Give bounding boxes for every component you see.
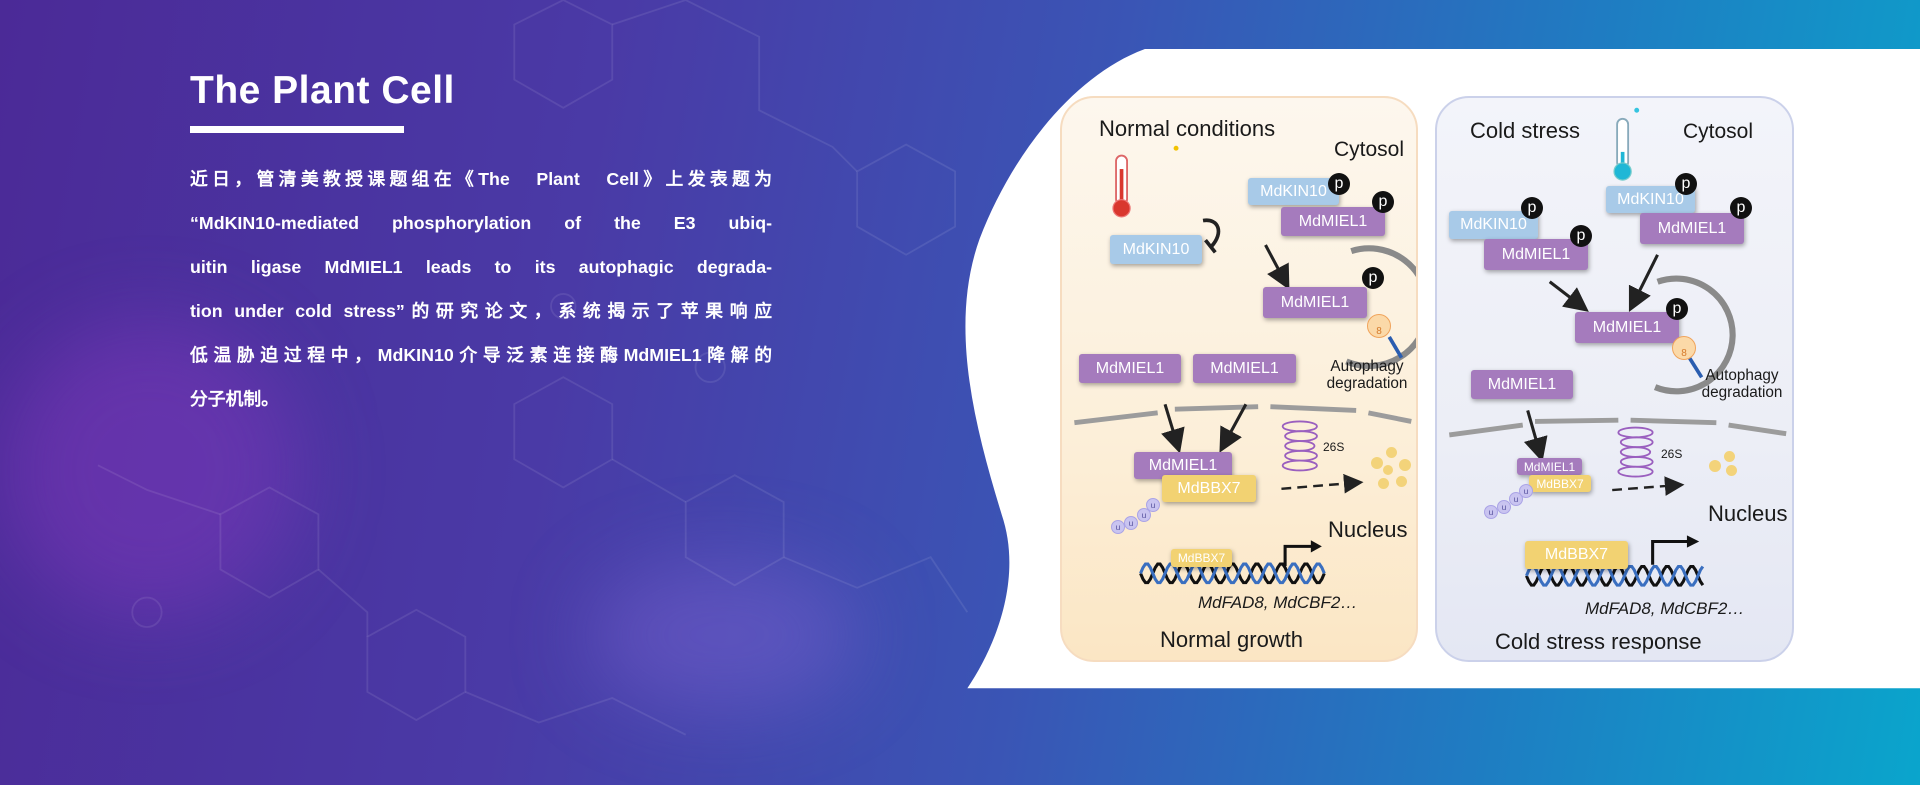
mdmiel1-protein: MdMIEL1 xyxy=(1575,312,1679,343)
mdmiel1-protein: MdMIEL1 xyxy=(1471,370,1573,399)
peptide-fragment xyxy=(1724,451,1735,462)
atg8-icon: 8 xyxy=(1367,314,1391,338)
proteasome-label: 26S xyxy=(1323,440,1345,454)
normal-panel-graphics xyxy=(1074,145,1416,585)
title-underline xyxy=(190,126,404,133)
summary-line: 低温胁迫过程中，MdKIN10介导泛素连接酶MdMIEL1降解的 xyxy=(190,345,772,365)
nucleus-label: Nucleus xyxy=(1708,501,1788,526)
degradation-arrow xyxy=(1612,476,1685,496)
ubiquitin-icon: u xyxy=(1124,516,1138,530)
phosphate-icon: p xyxy=(1666,298,1688,320)
phosphate-icon: p xyxy=(1521,197,1543,219)
ubiquitin-icon: u xyxy=(1497,500,1511,514)
cytosol-label: Cytosol xyxy=(1334,138,1405,161)
autophagy-degradation-label: Autophagy degradation xyxy=(1326,358,1408,392)
peptide-fragment xyxy=(1383,465,1393,475)
peptide-fragment xyxy=(1709,460,1721,472)
ubiquitin-icon: u xyxy=(1509,492,1523,506)
mdkin10-protein: MdKIN10 xyxy=(1110,235,1202,264)
normal-conditions-panel: Normal conditions Cytosol MdKIN10 p MdMI… xyxy=(1060,96,1418,662)
ubiquitin-icon: u xyxy=(1111,520,1125,534)
proteasome-26s-icon xyxy=(1617,426,1654,478)
article-summary: 近日，管清美教授课题组在《The Plant Cell》上发表题为 “MdKIN… xyxy=(190,157,772,421)
summary-line: 近日，管清美教授课题组在《The Plant Cell》上发表题为 xyxy=(190,169,772,189)
mdbbx7-protein: MdBBX7 xyxy=(1529,475,1591,492)
phosphate-icon: p xyxy=(1372,191,1394,213)
mdmiel1-protein: MdMIEL1 xyxy=(1263,287,1367,318)
inhibition-arrow xyxy=(1202,218,1221,248)
mdmiel1-protein: MdMIEL1 xyxy=(1517,458,1582,475)
mdkin10-protein: MdKIN10 xyxy=(1449,211,1538,239)
atg8-icon: 8 xyxy=(1672,336,1696,360)
ubiquitin-icon: u xyxy=(1519,484,1533,498)
transcription-start-arrow xyxy=(1283,544,1314,566)
peptide-fragment xyxy=(1399,459,1411,471)
summary-line: uitin ligase MdMIEL1 leads to its autoph… xyxy=(190,257,772,277)
summary-line: 分子机制。 xyxy=(190,389,279,409)
mdmiel1-protein: MdMIEL1 xyxy=(1193,354,1296,383)
thermometer-cold-icon xyxy=(1613,107,1640,181)
ubiquitin-icon: u xyxy=(1146,498,1160,512)
phosphate-icon: p xyxy=(1730,197,1752,219)
phosphate-icon: p xyxy=(1570,225,1592,247)
phosphate-icon: p xyxy=(1362,267,1384,289)
peptide-fragment xyxy=(1386,447,1397,458)
target-genes-label: MdFAD8, MdCBF2… xyxy=(1198,593,1358,612)
normal-conditions-heading: Normal conditions xyxy=(1099,116,1276,141)
background-glow xyxy=(0,320,300,620)
ubiquitin-icon: u xyxy=(1137,508,1151,522)
mdbbx7-protein: MdBBX7 xyxy=(1525,541,1628,569)
peptide-fragment xyxy=(1378,478,1389,489)
mdbbx7-protein: MdBBX7 xyxy=(1162,475,1256,502)
mdmiel1-protein: MdMIEL1 xyxy=(1640,213,1744,244)
mdmiel1-protein: MdMIEL1 xyxy=(1134,452,1232,479)
dna-strand xyxy=(1139,562,1326,585)
journal-title: The Plant Cell xyxy=(190,69,455,112)
cold-stress-response-label: Cold stress response xyxy=(1495,629,1702,654)
summary-line: tion under cold stress”的研究论文，系统揭示了苹果响应 xyxy=(190,301,772,321)
ubiquitin-icon: u xyxy=(1484,505,1498,519)
summary-line: “MdKIN10-mediated phosphorylation of the… xyxy=(190,213,772,233)
background-glow xyxy=(588,560,858,710)
proteasome-26s-icon xyxy=(1281,420,1318,472)
peptide-fragment xyxy=(1726,465,1737,476)
degradation-arrow xyxy=(1281,473,1364,494)
peptide-fragment xyxy=(1396,476,1407,487)
cold-stress-heading: Cold stress xyxy=(1470,118,1581,143)
thermometer-warm-icon xyxy=(1112,145,1179,218)
cold-stress-panel: Cold stress Cytosol MdKIN10 p MdMIEL1 p … xyxy=(1435,96,1794,662)
mdkin10-protein: MdKIN10 xyxy=(1248,178,1339,205)
nucleus-label: Nucleus xyxy=(1328,517,1408,542)
phosphate-icon: p xyxy=(1328,173,1350,195)
cytosol-label: Cytosol xyxy=(1683,120,1754,143)
target-genes-label: MdFAD8, MdCBF2… xyxy=(1585,599,1745,618)
mdmiel1-protein: MdMIEL1 xyxy=(1079,354,1181,383)
autophagosome-arc xyxy=(1345,245,1416,370)
mdmiel1-protein: MdMIEL1 xyxy=(1281,207,1385,236)
autophagosome-arc xyxy=(1653,275,1736,395)
transcription-start-arrow xyxy=(1651,539,1690,565)
phosphate-icon: p xyxy=(1675,173,1697,195)
autophagy-degradation-label: Autophagy degradation xyxy=(1701,367,1783,401)
mdbbx7-protein: MdBBX7 xyxy=(1171,549,1232,567)
peptide-fragment xyxy=(1371,457,1383,469)
arrow xyxy=(1264,244,1290,290)
nuclear-membrane xyxy=(1448,417,1787,438)
normal-growth-label: Normal growth xyxy=(1160,627,1304,652)
proteasome-label: 26S xyxy=(1661,447,1683,461)
mdmiel1-protein: MdMIEL1 xyxy=(1484,239,1588,270)
